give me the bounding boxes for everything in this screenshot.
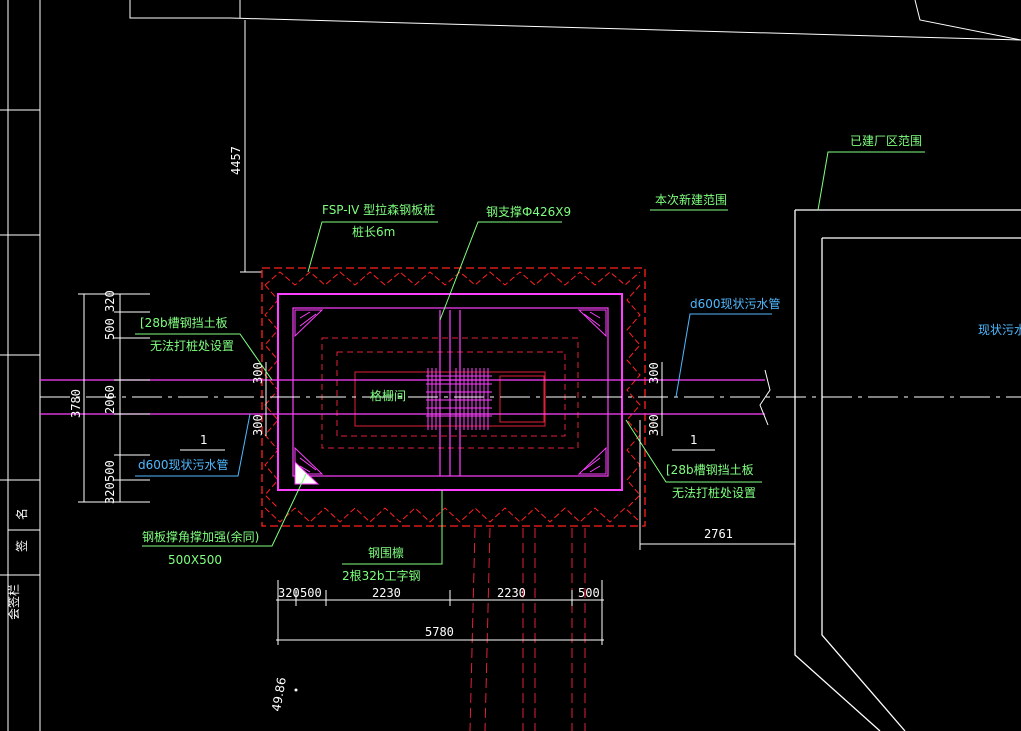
dim-300-left-1: 300	[251, 362, 265, 384]
dim-300-left-2: 300	[251, 414, 265, 436]
elevation-text: 49.86	[269, 676, 289, 712]
left-dims	[78, 293, 150, 503]
dim-b2230a: 2230	[372, 586, 401, 600]
label-corner-brace-1: 钢板撑角撑加强(余同)	[142, 529, 259, 544]
pipe-break	[759, 369, 771, 426]
title-block-text-2: 签	[14, 540, 29, 552]
title-block-text-1: 名	[14, 508, 29, 520]
section-mark-left: 1	[200, 433, 208, 447]
elevation-point	[294, 688, 298, 692]
dim-300-ticks	[265, 362, 663, 436]
sheet-pile-zigzag-right	[626, 284, 641, 509]
label-corner-brace-2: 500X500	[168, 553, 222, 567]
dim-500-top: 500	[103, 318, 117, 340]
title-block	[0, 0, 41, 731]
dim-3780: 3780	[69, 389, 83, 418]
leader-channel-right	[625, 419, 762, 483]
bottom-dims	[276, 580, 604, 645]
dim-b500b: 500	[578, 586, 600, 600]
grille-bars	[426, 368, 492, 430]
corner-braces	[294, 309, 607, 475]
label-waling-1: 钢围檩	[368, 545, 404, 560]
dim-320-bottom: 320	[103, 482, 117, 504]
dim-500-bottom: 500	[103, 460, 117, 482]
dim-b320: 320	[278, 586, 300, 600]
label-d600-left: d600现状污水管	[138, 457, 229, 472]
dim-b500: 500	[300, 586, 322, 600]
label-pile-length: 桩长6m	[352, 224, 395, 239]
leader-corner-brace	[142, 473, 307, 547]
corner-brace-white	[294, 460, 320, 485]
leader-sheet-pile	[307, 221, 438, 273]
dim-b5780: 5780	[425, 625, 454, 639]
leader-d600-left	[135, 413, 251, 477]
sheet-pile-zigzag-bottom	[264, 507, 641, 523]
dim-300-right-2: 300	[647, 414, 661, 436]
sewer-pipe	[40, 379, 765, 415]
label-channel-right-1: [28b槽钢挡土板	[666, 463, 754, 477]
dim-2060: 2060	[103, 385, 117, 414]
title-block-text-3: 会签栏	[6, 584, 21, 620]
label-sheet-pile: FSP-IV 型拉森钢板桩	[322, 202, 435, 217]
sheet-pile-zigzag-top	[264, 271, 641, 286]
dim-2761: 2761	[704, 527, 733, 541]
dim-320-top: 320	[103, 290, 117, 312]
steel-brace	[439, 310, 461, 476]
leader-d600-right	[675, 313, 772, 398]
label-channel-left-1: [28b槽钢挡土板	[140, 316, 228, 330]
leader-steel-brace	[439, 221, 562, 321]
label-steel-brace: 钢支撑Ф426X9	[486, 204, 571, 219]
dim-300-right-1: 300	[647, 362, 661, 384]
label-existing-plant: 已建厂区范围	[850, 134, 922, 148]
leader-existing-plant	[817, 151, 925, 211]
dim-2761-lines	[639, 420, 795, 550]
label-waling-2: 2根32b工字钢	[342, 568, 421, 583]
section-mark-right: 1	[690, 433, 698, 447]
site-boundary-top	[129, 0, 1021, 41]
existing-plant-boundary	[794, 209, 1021, 731]
label-existing-sewer-right: 现状污水—	[978, 323, 1021, 337]
label-channel-left-2: 无法打桩处设置	[150, 338, 234, 353]
label-grille-room: 格栅间	[370, 388, 406, 403]
leader-waling	[342, 490, 443, 565]
dim-4457-text: 4457	[229, 146, 243, 175]
bottom-pipes	[469, 527, 586, 731]
label-channel-right-2: 无法打桩处设置	[672, 485, 756, 500]
label-new-build: 本次新建范围	[655, 192, 727, 207]
label-d600-right: d600现状污水管	[690, 296, 781, 311]
inner-dashed-2	[336, 351, 566, 437]
dim-b2230b: 2230	[497, 586, 526, 600]
dim-4457	[240, 20, 262, 273]
leader-channel-left	[135, 333, 273, 381]
grille-room-inner	[499, 375, 545, 423]
